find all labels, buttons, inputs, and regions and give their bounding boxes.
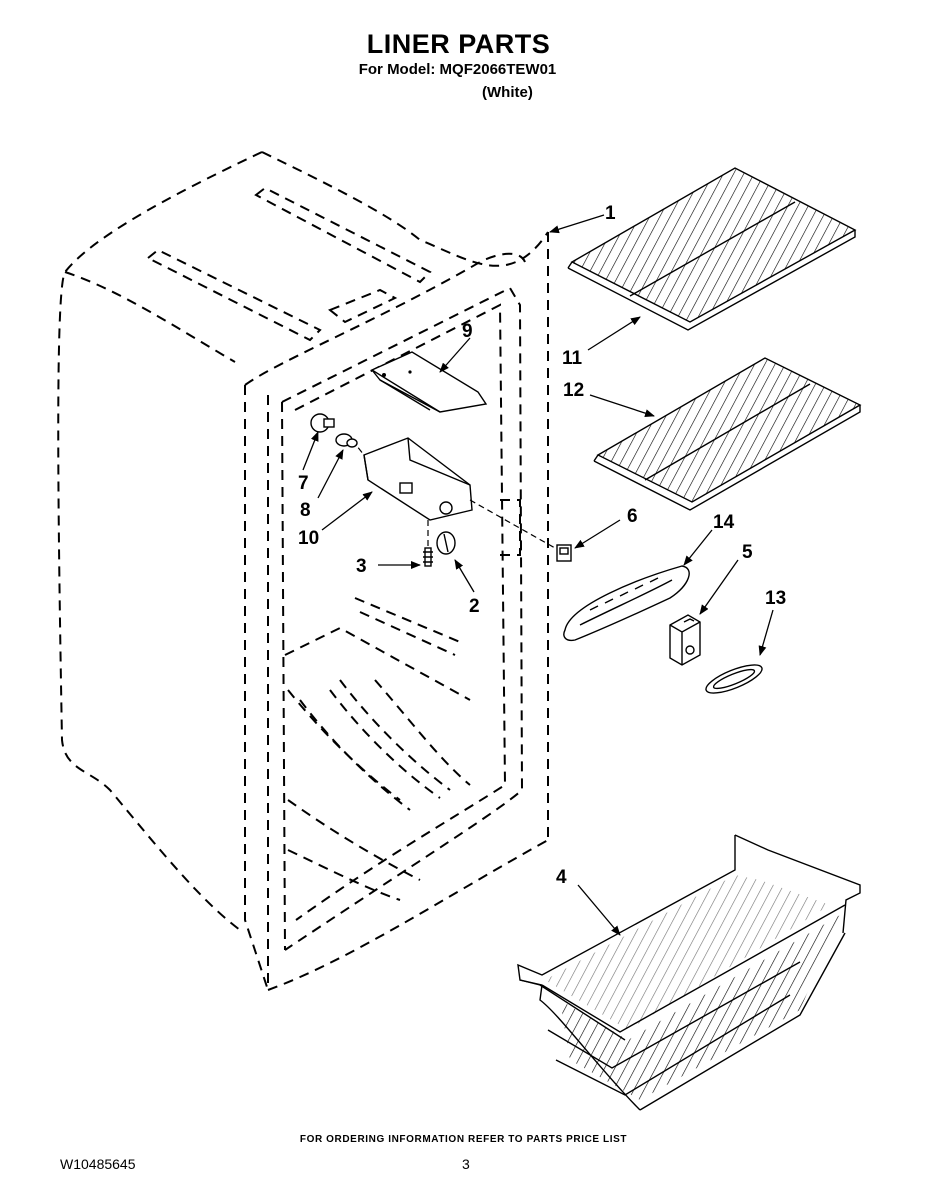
part-4-wire-basket bbox=[517, 834, 861, 1111]
callout-13: 13 bbox=[765, 588, 786, 609]
part-5-thermostat-control bbox=[669, 614, 701, 666]
color-line: (White) bbox=[482, 84, 533, 101]
part-13-control-bezel bbox=[705, 664, 763, 694]
callout-8: 8 bbox=[300, 500, 311, 521]
part-10-light-housing bbox=[351, 437, 556, 549]
part-2-light-switch-button bbox=[436, 531, 456, 555]
part-7-light-bulb bbox=[310, 413, 335, 433]
freezer-liner-outline bbox=[57, 151, 549, 991]
callout-14: 14 bbox=[713, 512, 735, 533]
callout-12: 12 bbox=[563, 380, 584, 401]
ordering-note: FOR ORDERING INFORMATION REFER TO PARTS … bbox=[299, 1134, 628, 1145]
part-6-connector bbox=[556, 544, 572, 562]
callout-1: 1 bbox=[605, 203, 616, 224]
part-8-bulb-socket bbox=[335, 433, 358, 448]
model-line: For Model: MQF2066TEW01 bbox=[358, 61, 557, 78]
part-12-lower-wire-shelf bbox=[593, 357, 862, 511]
document-number: W10485645 bbox=[60, 1156, 136, 1172]
callout-6: 6 bbox=[627, 506, 638, 527]
callout-4: 4 bbox=[556, 867, 567, 888]
callout-5: 5 bbox=[742, 542, 753, 563]
part-9-light-shield bbox=[370, 351, 488, 413]
part-11-upper-wire-shelf bbox=[567, 167, 857, 331]
callout-leaders bbox=[302, 214, 774, 936]
page-number: 3 bbox=[462, 1156, 470, 1172]
part-3-screw bbox=[423, 520, 433, 567]
callout-10: 10 bbox=[298, 528, 319, 549]
part-14-vent-grille bbox=[563, 565, 690, 642]
page-header: LINER PARTS For Model: MQF2066TEW01 bbox=[0, 28, 927, 79]
callout-2: 2 bbox=[469, 596, 480, 617]
page-title: LINER PARTS bbox=[366, 29, 551, 59]
callout-11: 11 bbox=[562, 348, 583, 369]
callout-7: 7 bbox=[298, 473, 309, 494]
callout-3: 3 bbox=[356, 556, 367, 577]
callout-9: 9 bbox=[462, 321, 473, 342]
